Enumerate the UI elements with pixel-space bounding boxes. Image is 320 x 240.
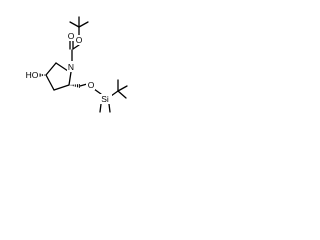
bond-si-methyl-a	[99, 103, 102, 113]
bond-c2-n	[68, 71, 72, 86]
bond-o-carbonylc	[72, 44, 80, 50]
hash-wedge-c2-ch2	[69, 84, 80, 88]
atom-bg	[26, 70, 39, 80]
bond-c3-c2	[53, 84, 70, 91]
atom-o-carbonyl: O	[68, 31, 75, 41]
atom-o-ether: O	[88, 80, 95, 90]
bond-ch2-o	[79, 83, 88, 87]
bond-tbu-c1	[69, 21, 80, 28]
atom-bg	[86, 80, 95, 90]
bond-si-tbu	[110, 90, 119, 97]
atom-bg	[67, 31, 76, 41]
bond-n-c5	[55, 62, 69, 72]
atom-bg	[99, 94, 112, 104]
hash-wedge-c4-oh	[38, 73, 46, 77]
atom-bg	[75, 35, 83, 45]
atom-o-ester: O	[76, 35, 83, 45]
atom-ho: HO	[26, 70, 39, 80]
bond-tbu2-c3	[117, 90, 127, 99]
structure-diagram: O O N HO O Si	[26, 16, 128, 113]
bond-o-si	[93, 88, 102, 95]
bond-tbu2-c2	[117, 85, 128, 92]
atom-si: Si	[101, 94, 109, 104]
bond-si-methyl-b	[108, 103, 111, 113]
atom-bg	[67, 61, 76, 72]
molecule-canvas: O O N HO O Si	[0, 0, 152, 152]
bond-tbu-c3	[78, 21, 89, 28]
bond-c5-c4	[45, 62, 57, 76]
bond-c4-c3	[45, 74, 55, 91]
atom-n: N	[68, 62, 74, 72]
